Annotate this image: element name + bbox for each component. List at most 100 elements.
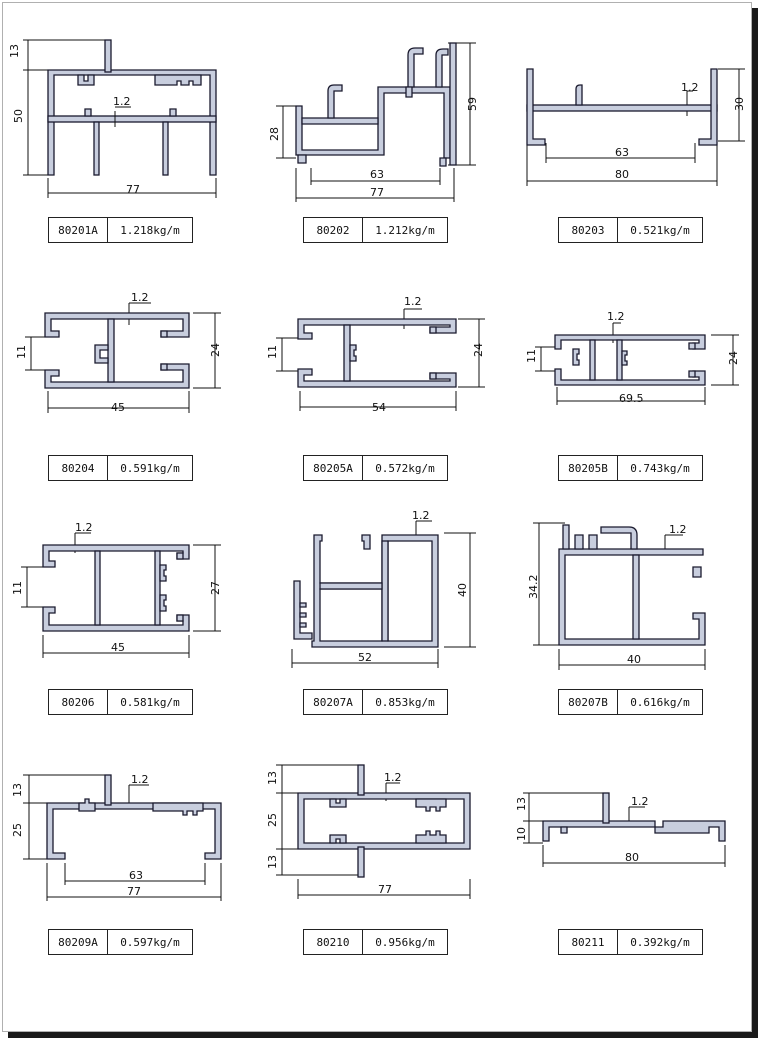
- dim-width: 54: [372, 401, 386, 414]
- profile-drawing: 1.2 13 25 13 77: [266, 764, 471, 899]
- dim-bottom: 13: [266, 855, 279, 869]
- profile-weight: 0.591kg/m: [120, 461, 180, 475]
- profile-drawing: 1.2 13 25 63 77: [11, 773, 222, 901]
- profile-80204: 1.2 11 24 45 80204 0.591kg/m: [3, 253, 253, 503]
- dim-height: 24: [472, 343, 485, 357]
- profile-80209A: 1.2 13 25 63 77 80209A 0.597kg/m: [3, 763, 253, 1013]
- dim-width: 77: [370, 186, 384, 199]
- profile-label: 80206 0.581kg/m: [48, 689, 193, 715]
- profile-weight: 0.392kg/m: [630, 935, 690, 949]
- dim-wall: 1.2: [131, 773, 149, 786]
- profile-label: 80205B 0.743kg/m: [558, 455, 703, 481]
- profile-label: 80205A 0.572kg/m: [303, 455, 448, 481]
- profile-code: 80205A: [304, 456, 363, 480]
- profile-weight: 0.616kg/m: [630, 695, 690, 709]
- dim-height: 25: [11, 823, 24, 837]
- dim-width: 80: [615, 168, 629, 181]
- profile-code: 80202: [304, 218, 363, 242]
- profile-80205B: 1.2 11 24 69.5 80205B 0.743kg/m: [513, 253, 763, 503]
- profile-weight: 0.853kg/m: [375, 695, 435, 709]
- profile-weight: 0.581kg/m: [120, 695, 180, 709]
- dim-width: 45: [111, 401, 125, 414]
- profile-weight: 1.218kg/m: [120, 223, 180, 237]
- profile-drawing: 28 59 63 77: [268, 42, 479, 202]
- dim-width: 52: [358, 651, 372, 664]
- dim-width: 77: [378, 883, 392, 896]
- dim-top: 13: [515, 797, 528, 811]
- profile-label: 80204 0.591kg/m: [48, 455, 193, 481]
- dim-height: 25: [266, 813, 279, 827]
- dim-left: 28: [268, 127, 281, 141]
- profile-80211: 1.2 13 10 80 80211 0.392kg/m: [513, 763, 763, 1013]
- profile-weight: 0.956kg/m: [375, 935, 435, 949]
- dim-height: 34.2: [527, 575, 540, 600]
- dim-width: 45: [111, 641, 125, 654]
- profile-code: 80209A: [49, 930, 108, 954]
- catalog-sheet: 1.2 13 50 77 80201A 1.218kg/m: [2, 2, 752, 1032]
- dim-wall: 1.2: [75, 521, 93, 534]
- dim-width: 77: [126, 183, 140, 196]
- dim-wall: 1.2: [607, 310, 625, 323]
- dim-height: 40: [456, 583, 469, 597]
- profile-label: 80207B 0.616kg/m: [558, 689, 703, 715]
- dim-slot: 11: [11, 581, 24, 595]
- profile-code: 80205B: [559, 456, 618, 480]
- profile-code: 80207B: [559, 690, 618, 714]
- dim-wall: 1.2: [384, 771, 402, 784]
- dim-top: 13: [266, 771, 279, 785]
- dim-wall: 1.2: [669, 523, 687, 536]
- profile-label: 80210 0.956kg/m: [303, 929, 448, 955]
- profile-code: 80201A: [49, 218, 108, 242]
- profile-label: 80211 0.392kg/m: [558, 929, 703, 955]
- profile-label: 80201A 1.218kg/m: [48, 217, 193, 243]
- dim-inner: 63: [370, 168, 384, 181]
- profile-label: 80207A 0.853kg/m: [303, 689, 448, 715]
- profile-drawing: 1.2 30 63 80: [526, 68, 746, 186]
- dim-wall: 1.2: [681, 81, 699, 94]
- dim-slot: 11: [525, 349, 538, 363]
- dim-wall: 1.2: [631, 795, 649, 808]
- profile-80202: 28 59 63 77 80202 1.212kg/m: [258, 3, 508, 253]
- profile-code: 80211: [559, 930, 618, 954]
- profile-80203: 1.2 30 63 80 80203 0.521kg/m: [513, 3, 763, 253]
- dim-height: 30: [733, 97, 746, 111]
- profile-code: 80210: [304, 930, 363, 954]
- profile-80207A: 1.2 40 52 80207A 0.853kg/m: [258, 503, 508, 753]
- profile-80205A: 1.2 11 24 54 80205A 0.572kg/m: [258, 253, 508, 503]
- dim-wall: 1.2: [113, 95, 131, 108]
- profile-weight: 0.521kg/m: [630, 223, 690, 237]
- profile-drawing: 1.2 40 52: [291, 509, 476, 668]
- dim-inner: 63: [129, 869, 143, 882]
- dim-wall: 1.2: [404, 295, 422, 308]
- profile-weight: 0.743kg/m: [630, 461, 690, 475]
- profile-drawing: 1.2 11 27 45: [11, 521, 222, 658]
- dim-slot: 11: [266, 345, 279, 359]
- dim-height: 10: [515, 827, 528, 841]
- profile-label: 80209A 0.597kg/m: [48, 929, 193, 955]
- dim-width: 40: [627, 653, 641, 666]
- profile-label: 80202 1.212kg/m: [303, 217, 448, 243]
- profile-80206: 1.2 11 27 45 80206 0.581kg/m: [3, 503, 253, 753]
- dim-slot: 11: [15, 345, 28, 359]
- profile-80210: 1.2 13 25 13 77 80210 0.956kg/m: [258, 763, 508, 1013]
- dim-height: 50: [12, 109, 25, 123]
- profile-drawing: 1.2 11 24 45: [15, 291, 222, 414]
- profile-80207B: 34.2 1.2 40 80207B 0.616kg/m: [513, 503, 763, 753]
- profile-weight: 0.597kg/m: [120, 935, 180, 949]
- profile-code: 80203: [559, 218, 618, 242]
- dim-top: 13: [8, 44, 21, 58]
- dim-wall: 1.2: [131, 291, 149, 304]
- dim-top: 13: [11, 783, 24, 797]
- profile-drawing: 1.2 11 24 54: [266, 295, 485, 414]
- profile-drawing: 1.2 13 10 80: [515, 792, 726, 867]
- profile-drawing: 34.2 1.2 40: [527, 522, 706, 670]
- dim-height: 59: [466, 97, 479, 111]
- profile-code: 80206: [49, 690, 108, 714]
- dim-height: 24: [209, 343, 222, 357]
- profile-code: 80204: [49, 456, 108, 480]
- dim-height: 24: [727, 351, 740, 365]
- profile-label: 80203 0.521kg/m: [558, 217, 703, 243]
- profile-weight: 0.572kg/m: [375, 461, 435, 475]
- dim-width: 80: [625, 851, 639, 864]
- dim-height: 27: [209, 581, 222, 595]
